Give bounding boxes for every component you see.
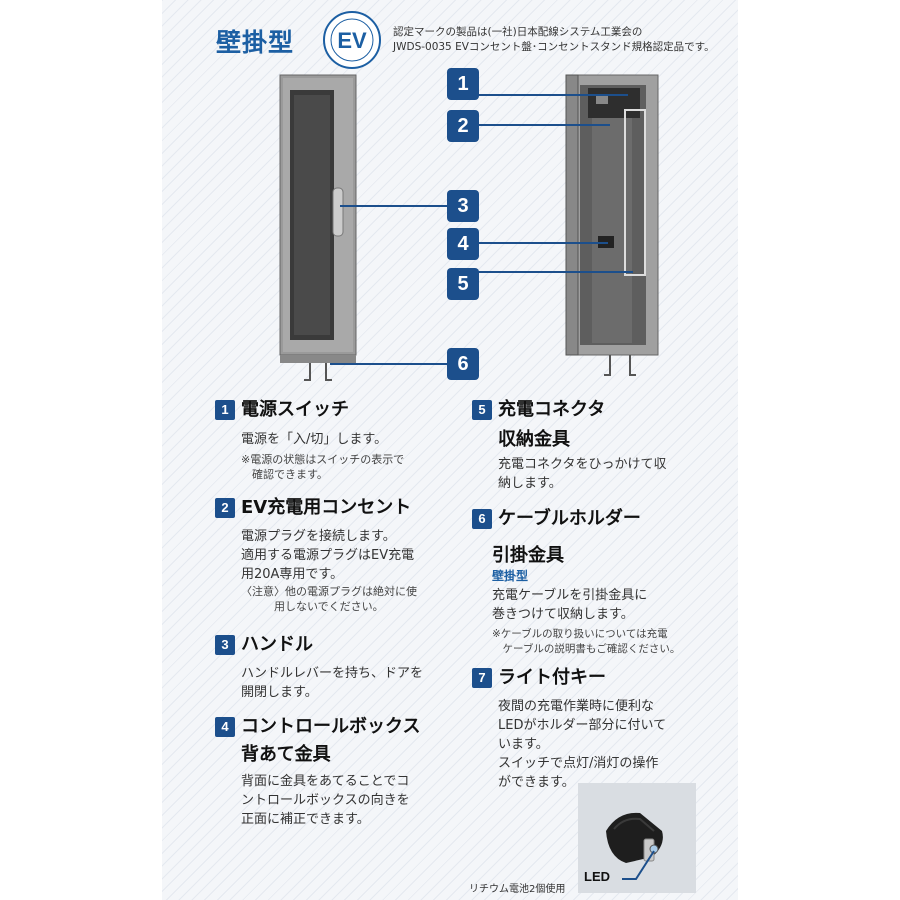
section-5-badge: 5 — [472, 400, 492, 420]
section-3-title: 3 ハンドル — [215, 632, 313, 658]
control-box — [588, 88, 640, 118]
callout-badge-3: 3 — [447, 190, 479, 222]
certification-note: 認定マークの製品は(一社)日本配線システム工業会の JWDS-0035 EVコン… — [393, 25, 715, 55]
callout-line-4 — [478, 242, 608, 244]
section-6-badge: 6 — [472, 509, 492, 529]
section-3-body-line: 開閉します。 — [241, 685, 318, 700]
page-title: 壁掛型 — [216, 28, 295, 57]
section-2-title: 2 EV充電用コンセント — [215, 495, 411, 521]
section-3-body-line: ハンドルレバーを持ち、ドアを — [241, 666, 424, 681]
section-7-body: 夜間の充電作業時に便利な LEDがホルダー部分に付いて います。 スイッチで点灯… — [498, 697, 666, 792]
callout-line-3 — [340, 205, 448, 207]
callout-line-2 — [478, 124, 610, 126]
section-5-title: 5 充電コネクタ — [472, 397, 605, 423]
section-5-title-text: 充電コネクタ — [498, 399, 606, 420]
light-key-photo — [578, 783, 696, 893]
section-6-body-line: 巻きつけて収納します。 — [492, 607, 634, 622]
cert-line-2: JWDS-0035 EVコンセント盤･コンセントスタンド規格認定品です。 — [393, 41, 715, 53]
section-5-body-line: 充電コネクタをひっかけて収 — [498, 457, 667, 472]
section-7-title-text: ライト付キー — [498, 667, 606, 688]
section-4-body: 背面に金具をあてることでコ ントロールボックスの向きを 正面に補正できます。 — [241, 772, 410, 829]
ev-certification-mark: EV — [323, 11, 381, 69]
section-2-badge: 2 — [215, 498, 235, 518]
section-7-body-line: ができます。 — [498, 775, 575, 790]
section-7-body-line: スイッチで点灯/消灯の操作 — [498, 756, 659, 771]
section-2-body-line: 適用する電源プラグはEV充電 — [241, 548, 415, 563]
product-illustration — [279, 74, 659, 381]
section-6-note-line: ケーブルの説明書もご確認ください。 — [492, 643, 681, 655]
callout-line-1 — [478, 94, 628, 96]
section-4-title-text: コントロールボックス — [241, 716, 421, 737]
section-2-note: 〈注意〉他の電源プラグは絶対に使 用しないでください。 — [241, 584, 417, 614]
cert-line-1: 認定マークの製品は(一社)日本配線システム工業会の — [393, 26, 643, 38]
section-6-subtitle: 壁掛型 — [492, 569, 529, 583]
section-1-title: 1 電源スイッチ — [215, 397, 349, 423]
section-2-body-line: 用20A専用です。 — [241, 567, 344, 582]
section-6-title-text: ケーブルホルダー — [498, 508, 641, 529]
section-6-title-line2: 引掛金具 — [492, 545, 564, 566]
cable-hook-open — [604, 355, 636, 376]
section-4-title: 4 コントロールボックス — [215, 714, 420, 740]
section-4-title-line2: 背あて金具 — [241, 744, 331, 765]
section-1-note-line: 確認できます。 — [241, 468, 328, 481]
callout-badge-2: 2 — [447, 110, 479, 142]
callout-badge-6: 6 — [447, 348, 479, 380]
section-7-title: 7 ライト付キー — [472, 665, 606, 691]
section-5-body-line: 納します。 — [498, 476, 562, 491]
callout-badge-4: 4 — [447, 228, 479, 260]
section-1-badge: 1 — [215, 400, 235, 420]
section-2-body: 電源プラグを接続します。 適用する電源プラグはEV充電 用20A専用です。 — [241, 527, 414, 584]
section-7-body-line: LEDがホルダー部分に付いて — [498, 718, 667, 733]
callout-line-5 — [478, 271, 633, 273]
section-6-body-line: 充電ケーブルを引掛金具に — [492, 588, 648, 603]
led-pointer-line — [622, 850, 655, 880]
section-1-note: ※電源の状態はスイッチの表示で 確認できます。 — [241, 452, 404, 482]
section-2-body-line: 電源プラグを接続します。 — [241, 529, 396, 544]
section-4-body-line: 背面に金具をあてることでコ — [241, 774, 410, 789]
section-6-note: ※ケーブルの取り扱いについては充電 ケーブルの説明書もご確認ください。 — [492, 627, 680, 657]
ev-mark-text: EV — [337, 28, 367, 53]
open-door-edge — [565, 74, 579, 356]
led-label: LED — [584, 869, 610, 884]
section-4-body-line: 正面に補正できます。 — [241, 812, 370, 827]
section-2-title-text: EV充電用コンセント — [241, 497, 412, 518]
section-1-note-line: ※電源の状態はスイッチの表示で — [241, 453, 405, 466]
section-5-body: 充電コネクタをひっかけて収 納します。 — [498, 455, 666, 493]
connector-holder — [624, 109, 646, 276]
section-7-badge: 7 — [472, 668, 492, 688]
door-handle — [332, 187, 344, 237]
section-5-title-line2: 収納金具 — [498, 429, 570, 450]
section-2-note-line: 用しないでください。 — [241, 600, 384, 613]
battery-caption: リチウム電池2個使用 — [469, 884, 566, 895]
callout-line-6 — [330, 363, 448, 365]
section-6-title: 6 ケーブルホルダー — [472, 506, 641, 532]
callout-badge-1: 1 — [447, 68, 479, 100]
section-6-body: 充電ケーブルを引掛金具に 巻きつけて収納します。 — [492, 586, 647, 624]
section-7-body-line: 夜間の充電作業時に便利な — [498, 699, 655, 714]
section-1-body: 電源を「入/切」します。 — [241, 430, 387, 449]
section-6-note-line: ※ケーブルの取り扱いについては充電 — [492, 628, 668, 640]
section-2-note-line: 〈注意〉他の電源プラグは絶対に使 — [241, 585, 417, 598]
section-3-badge: 3 — [215, 635, 235, 655]
section-3-body: ハンドルレバーを持ち、ドアを 開閉します。 — [241, 664, 423, 702]
section-4-body-line: ントロールボックスの向きを — [241, 793, 410, 808]
section-4-badge: 4 — [215, 717, 235, 737]
section-1-title-text: 電源スイッチ — [241, 399, 349, 420]
section-3-title-text: ハンドル — [241, 634, 313, 655]
section-7-body-line: います。 — [498, 737, 549, 752]
cable-hook-closed — [304, 363, 332, 381]
callout-badge-5: 5 — [447, 268, 479, 300]
section-1-body-line: 電源を「入/切」します。 — [241, 432, 388, 447]
